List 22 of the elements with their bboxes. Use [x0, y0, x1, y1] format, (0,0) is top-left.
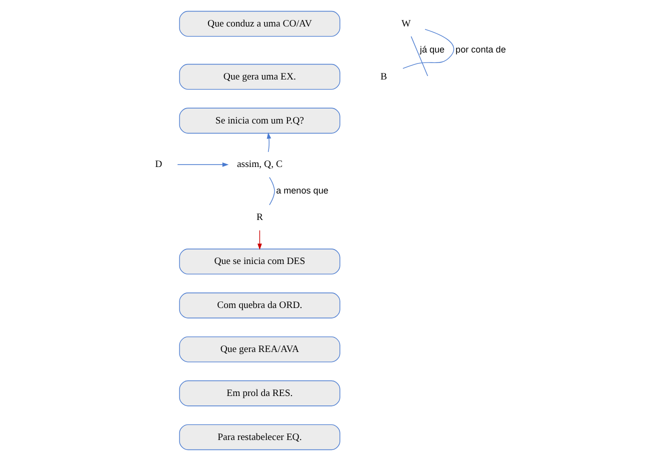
edge-label: a menos que	[276, 185, 328, 196]
edge-label: já que	[420, 44, 445, 55]
node-box: Se inicia com um P.Q?	[179, 108, 340, 134]
node-text: W	[402, 18, 411, 30]
node-box: Com quebra da ORD.	[179, 292, 340, 318]
node-box: Para restabelecer EQ.	[179, 424, 340, 450]
arrow	[177, 162, 229, 167]
connector	[269, 176, 275, 206]
node-box: Que gera REA/AVA	[179, 336, 340, 362]
node-box: Que gera uma EX.	[179, 64, 340, 90]
node-text: assim, Q, C	[236, 159, 282, 170]
node-text: R	[256, 212, 263, 224]
node-box: Que se inicia com DES	[179, 248, 340, 274]
node-text: D	[155, 159, 162, 170]
arrow	[258, 230, 262, 250]
edge-label: por conta de	[456, 44, 506, 55]
connector	[402, 28, 454, 69]
node-text: B	[380, 71, 388, 82]
arrow	[266, 132, 272, 152]
node-box: Que conduz a uma CO/AV	[179, 10, 340, 37]
node-box: Em prol da RES.	[179, 380, 340, 406]
connector	[410, 36, 428, 76]
